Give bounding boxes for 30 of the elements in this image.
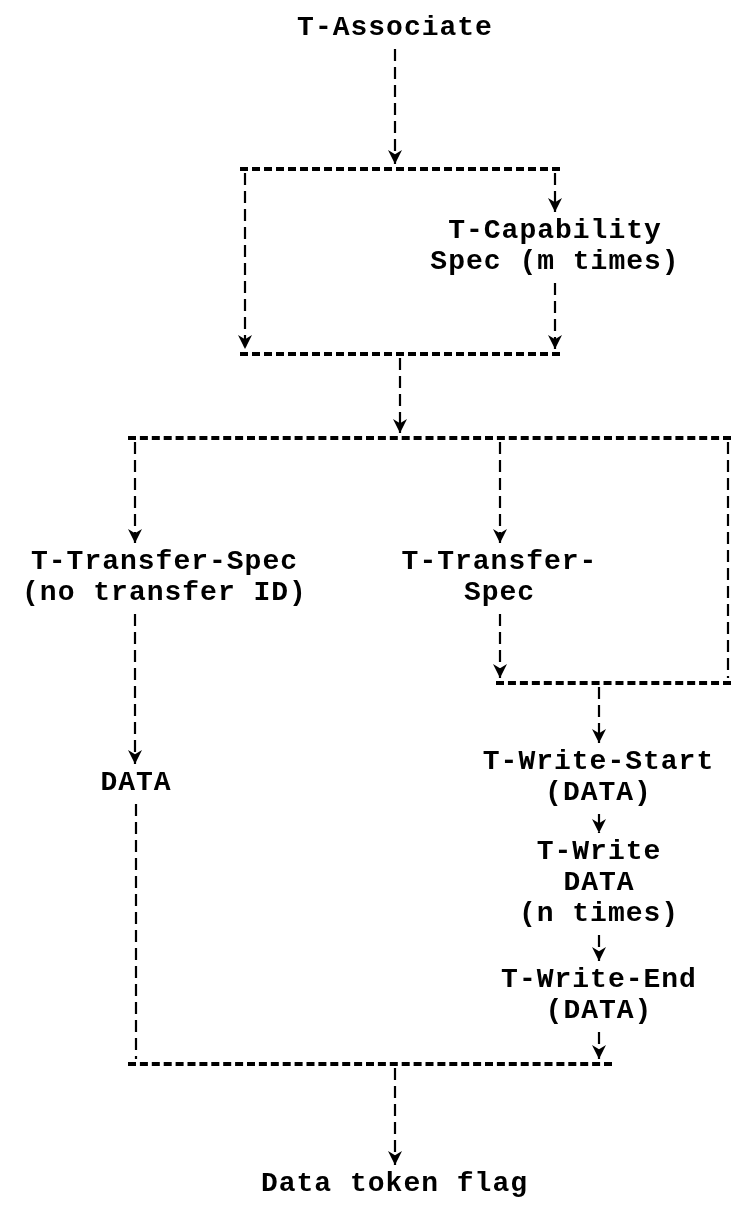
- arrow: [388, 49, 402, 164]
- dashed-bar: [240, 352, 560, 356]
- step-label: T-Associate: [290, 12, 500, 43]
- step-label: T-Transfer-Spec (no transfer ID): [12, 546, 317, 608]
- arrow: [128, 614, 142, 764]
- step-label: T-Write DATA (n times): [509, 836, 689, 929]
- dashed-bar: [496, 681, 731, 685]
- dashed-bar: [128, 436, 731, 440]
- arrow: [238, 173, 252, 349]
- arrow: [493, 614, 507, 678]
- step-label: T-Write-End (DATA): [494, 964, 704, 1026]
- arrow: [592, 687, 606, 743]
- connector-line: [134, 804, 138, 1059]
- arrow: [128, 442, 142, 543]
- arrow: [548, 283, 562, 349]
- arrow: [592, 1032, 606, 1059]
- step-label: T-Transfer- Spec: [392, 546, 607, 608]
- step-label: Data token flag: [252, 1168, 537, 1199]
- arrow: [592, 935, 606, 961]
- step-label: T-Capability Spec (m times): [420, 215, 690, 277]
- arrow: [393, 358, 407, 433]
- dashed-bar: [240, 167, 560, 171]
- step-label: DATA: [96, 767, 176, 798]
- step-label: T-Write-Start (DATA): [476, 746, 721, 808]
- arrow: [388, 1068, 402, 1165]
- arrow: [493, 442, 507, 543]
- dashed-bar: [128, 1062, 612, 1066]
- arrow: [548, 173, 562, 212]
- connector-line: [726, 442, 730, 678]
- arrow: [592, 814, 606, 833]
